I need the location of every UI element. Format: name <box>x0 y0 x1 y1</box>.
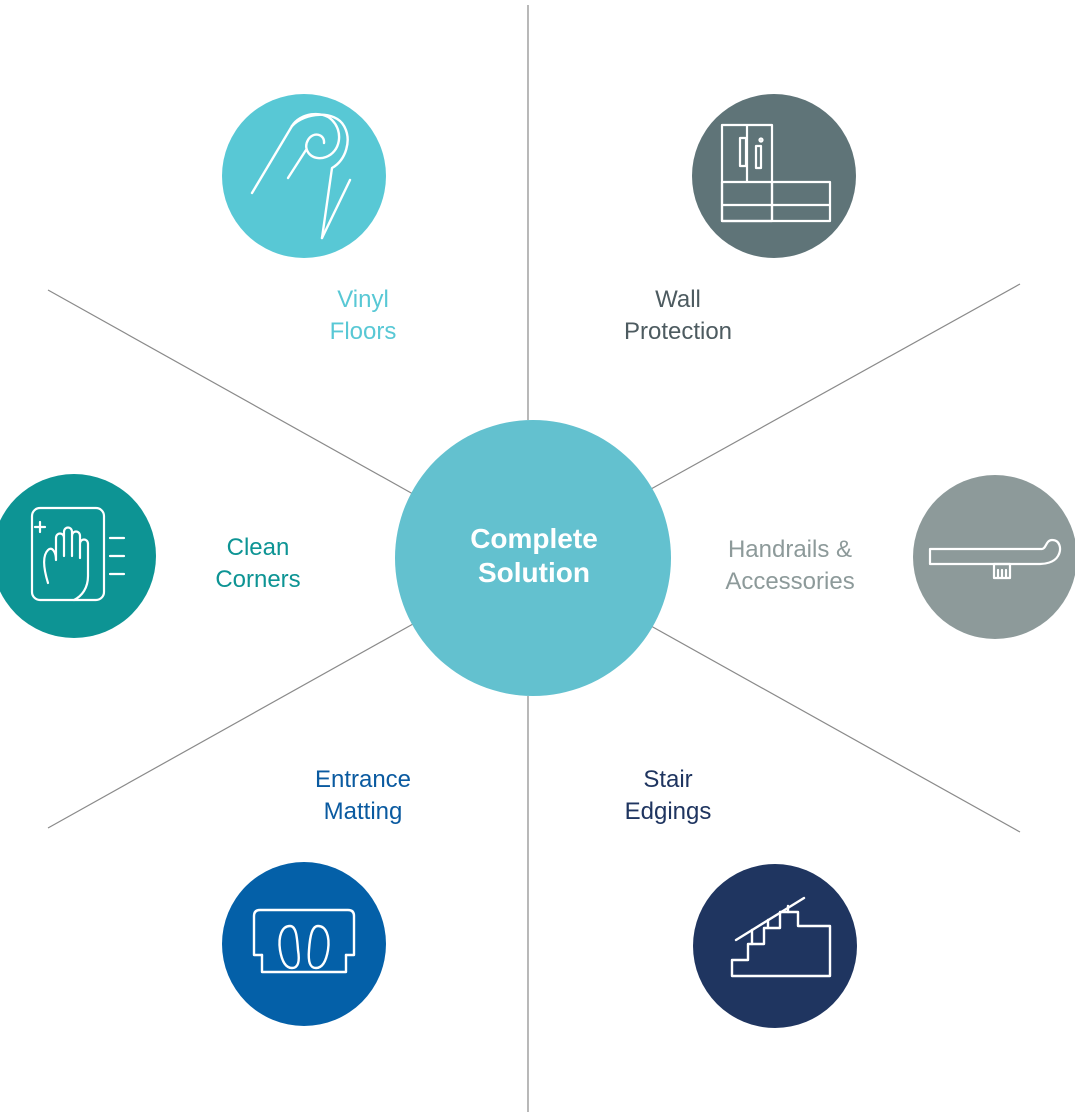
label-wall-protection-line1: Wall <box>655 286 701 313</box>
divider-line-lower-left <box>47 623 414 829</box>
label-entrance-matting-line1: Entrance <box>314 766 412 793</box>
cleaning-hand-icon <box>30 506 126 602</box>
label-handrails-accessories[interactable]: Handrails & Accessories <box>700 534 880 598</box>
vinyl-floors-icon-circle[interactable] <box>222 94 386 258</box>
stair-edgings-circle <box>693 864 857 1028</box>
label-clean-corners[interactable]: Clean Corners <box>193 532 323 596</box>
entrance-mat-icon <box>252 908 356 974</box>
center-circle[interactable] <box>395 420 671 696</box>
divider-line-lower-right <box>650 625 1021 833</box>
stair-edgings-icon-circle[interactable] <box>693 864 857 1028</box>
label-stair-edgings-line1: Stair <box>643 766 693 793</box>
label-wall-protection[interactable]: Wall Protection <box>598 284 758 348</box>
vinyl-floors-circle <box>222 94 386 258</box>
clean-corners-icon-circle[interactable] <box>0 474 156 638</box>
center-label-line2: Solution <box>478 557 590 588</box>
label-vinyl-floors-line2: Floors <box>329 318 397 345</box>
wall-protection-icon <box>720 123 832 223</box>
clean-corners-circle <box>0 474 156 638</box>
entrance-matting-circle <box>222 862 386 1026</box>
label-wall-protection-line2: Protection <box>623 318 733 345</box>
label-clean-corners-line1: Clean <box>226 534 290 561</box>
wall-protection-circle <box>692 94 856 258</box>
divider-lines <box>47 5 1021 1112</box>
wall-protection-icon-circle[interactable] <box>692 94 856 258</box>
label-clean-corners-line2: Corners <box>215 566 301 593</box>
label-vinyl-floors-line1: Vinyl <box>337 286 389 313</box>
label-entrance-matting-line2: Matting <box>323 798 403 825</box>
stairs-icon <box>730 896 832 978</box>
handrails-accessories-circle <box>913 475 1075 639</box>
handrails-accessories-icon-circle[interactable] <box>913 475 1075 639</box>
center-label[interactable]: Complete Solution <box>398 522 670 590</box>
label-stair-edgings-line2: Edgings <box>624 798 712 825</box>
label-vinyl-floors[interactable]: Vinyl Floors <box>293 284 433 348</box>
label-handrails-accessories-line2: Accessories <box>725 568 855 595</box>
handrail-icon <box>928 538 1062 580</box>
center-label-line1: Complete <box>470 523 598 554</box>
vinyl-roll-icon <box>250 112 352 240</box>
label-handrails-accessories-line1: Handrails & <box>727 536 853 563</box>
divider-line-upper-left <box>47 289 414 495</box>
label-entrance-matting[interactable]: Entrance Matting <box>288 764 438 828</box>
entrance-matting-icon-circle[interactable] <box>222 862 386 1026</box>
label-stair-edgings[interactable]: Stair Edgings <box>608 764 728 828</box>
divider-line-upper-right <box>650 283 1021 490</box>
